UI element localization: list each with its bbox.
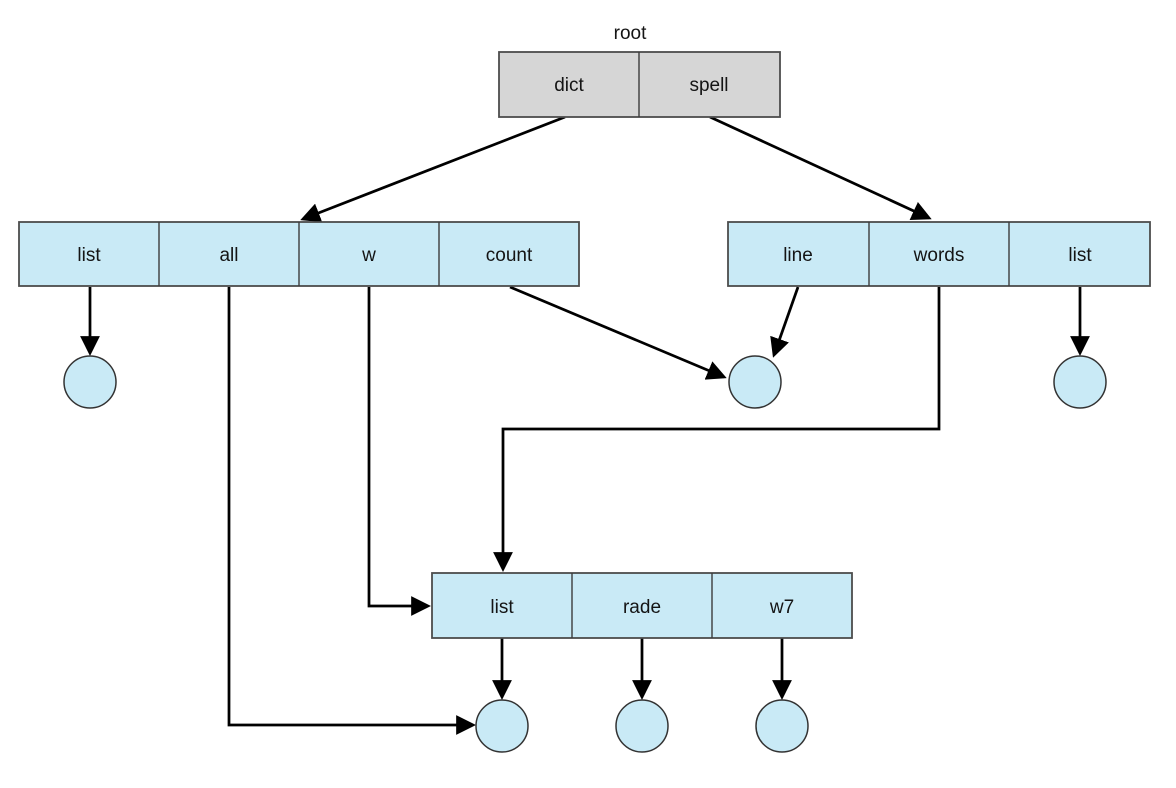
- cell-dict: dict: [554, 75, 584, 96]
- leaf-under-right-list: [1053, 355, 1107, 409]
- cell-spell: spell: [689, 75, 728, 96]
- cell-all: all: [219, 245, 238, 266]
- cell-w: w: [361, 245, 376, 266]
- cell-words: words: [913, 245, 965, 266]
- leaf-circles: [63, 355, 1107, 753]
- leaf-under-rade: [615, 699, 669, 753]
- leaf-under-w7: [755, 699, 809, 753]
- edge-words-to-bottom-table: [493, 287, 941, 572]
- leaf-shared-all-bottom-list: [475, 699, 529, 753]
- bottom-table-box: [431, 572, 853, 639]
- node-bottom-table: list rade w7: [431, 572, 853, 639]
- right-table-box: [727, 221, 1151, 287]
- edge-all-to-shared-bottom-leaf: [227, 287, 476, 735]
- edges: [80, 115, 1090, 735]
- edge-count-to-shared-leaf: [509, 285, 727, 380]
- cell-list-bottom: list: [490, 597, 514, 618]
- edge-w-to-bottom-table: [367, 287, 431, 616]
- root-node-title: root: [614, 23, 647, 44]
- leaf-shared-count-line: [728, 355, 782, 409]
- leaf-under-left-list: [63, 355, 117, 409]
- cell-rade: rade: [623, 597, 661, 618]
- edge-dict-to-left-table: [300, 115, 566, 223]
- node-right-table: line words list: [727, 221, 1151, 287]
- cell-w7: w7: [769, 597, 794, 618]
- edge-line-to-shared-leaf: [770, 286, 800, 358]
- cell-count: count: [486, 245, 533, 266]
- edge-spell-to-right-table: [709, 115, 932, 220]
- node-root: root dict spell: [498, 23, 781, 118]
- cell-list-left: list: [77, 245, 101, 266]
- cell-list-right: list: [1068, 245, 1092, 266]
- cell-line: line: [783, 245, 813, 266]
- node-left-table: list all w count: [18, 221, 580, 287]
